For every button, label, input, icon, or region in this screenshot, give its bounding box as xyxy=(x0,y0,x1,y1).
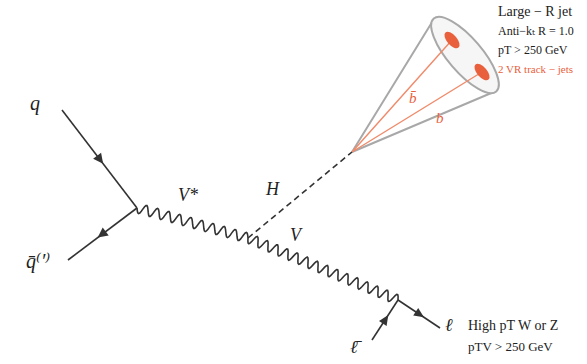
antilepton-line xyxy=(372,300,398,340)
arrowhead xyxy=(413,308,424,317)
particle-label: V* xyxy=(178,186,198,206)
arrowhead xyxy=(98,228,109,238)
lepton-line xyxy=(398,300,440,328)
quark-line xyxy=(62,110,137,208)
boson-note: High pT W or Z xyxy=(468,318,558,333)
jet-title: Large − R jet xyxy=(498,4,572,19)
jet-cut: pT > 250 GeV xyxy=(498,44,568,57)
particle-label: q̄⁽′⁾ xyxy=(26,250,50,272)
arrowheads xyxy=(93,153,424,326)
particle-label: H xyxy=(266,180,279,200)
boson-wave xyxy=(137,206,248,241)
boson-wave xyxy=(248,236,398,301)
fermion-lines xyxy=(62,110,440,340)
track-line xyxy=(352,40,482,152)
jet-cone xyxy=(352,7,509,152)
track-jet xyxy=(472,61,493,83)
quark-label: b̄ xyxy=(409,90,417,107)
track-jet xyxy=(442,29,463,51)
arrowhead xyxy=(379,315,388,326)
jet-algorithm: Anti−kₜ R = 1.0 xyxy=(498,25,574,38)
boson-cut: pTV > 250 GeV xyxy=(468,340,553,354)
particle-label: ℓ xyxy=(445,316,453,336)
arrowhead xyxy=(93,153,103,164)
track-jet-note: 2 VR track − jets xyxy=(498,63,573,75)
particle-label: q xyxy=(30,92,40,114)
quark-label: b xyxy=(436,110,444,127)
antiquark-line xyxy=(68,208,137,260)
particle-label: ℓ̄ xyxy=(350,338,358,358)
particle-label: V xyxy=(290,226,301,246)
cone-mouth xyxy=(421,7,509,102)
